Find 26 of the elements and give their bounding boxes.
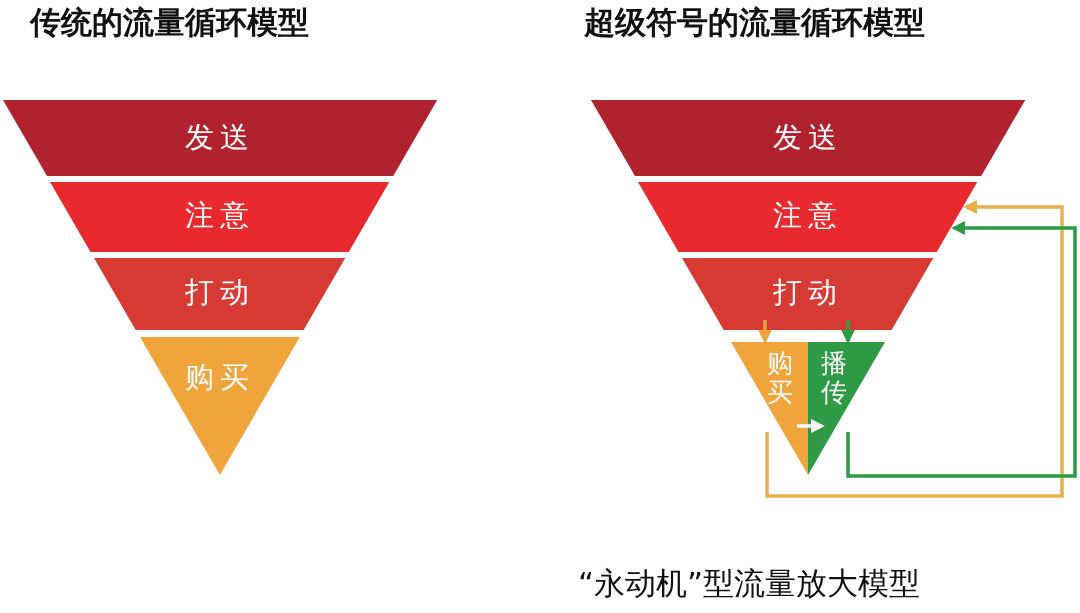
funnel-band [50, 182, 390, 252]
funnel-band [682, 258, 934, 330]
funnel-band [808, 342, 885, 475]
arrow [841, 320, 855, 344]
band-label: 购买 [185, 359, 255, 396]
band-label: 发送 [185, 119, 255, 156]
funnel-band [140, 337, 300, 475]
band-label: 注意 [773, 197, 843, 234]
funnel-band [94, 258, 346, 330]
arrow [765, 200, 1064, 498]
panel-heading: 传统的流量循环模型 [30, 3, 309, 42]
band-label: 打动 [773, 274, 843, 311]
panel-heading: 超级符号的流量循环模型 [584, 3, 925, 42]
arrow [797, 419, 825, 433]
funnel-band [731, 342, 808, 475]
band-label: 播传 [821, 349, 847, 407]
funnel-band [590, 100, 1026, 176]
band-label: 打动 [185, 274, 255, 311]
funnel-band [638, 182, 978, 252]
band-label: 购买 [767, 349, 793, 407]
arrow [758, 320, 772, 344]
arrow [846, 221, 1077, 478]
band-label: 发送 [773, 119, 843, 156]
funnel-band [2, 100, 438, 176]
band-label: 注意 [185, 197, 255, 234]
caption: “永动机”型流量放大模型 [578, 564, 921, 603]
